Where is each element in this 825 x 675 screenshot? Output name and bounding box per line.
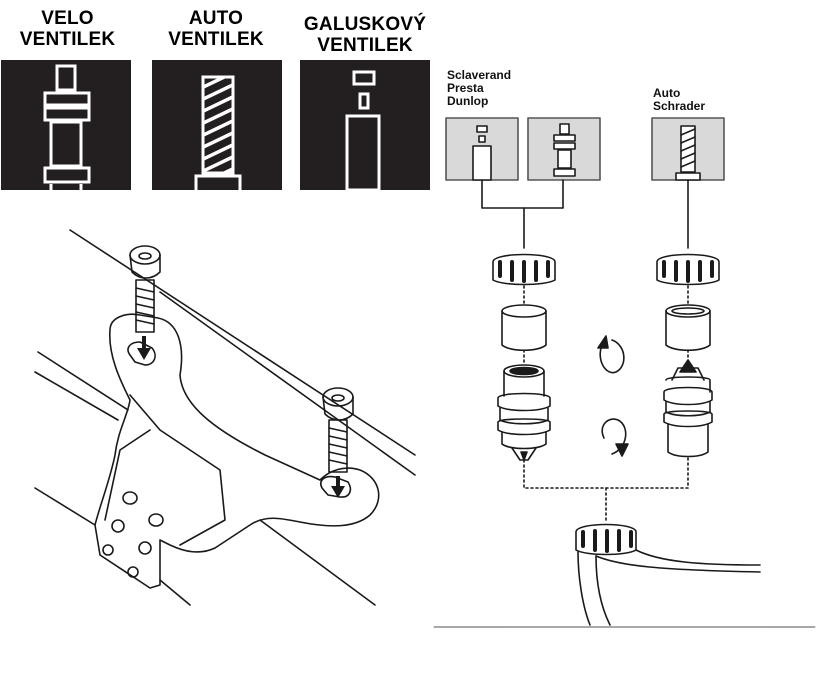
- valve-label-line2: VENTILEK: [168, 29, 264, 50]
- valve-label-auto: AUTO VENTILEK: [152, 8, 280, 50]
- car-valve-icon: [152, 60, 282, 190]
- valve-label-line1: GALUSKOVÝ: [303, 14, 427, 35]
- presta-dunlop-label: Sclaverand Presta Dunlop: [447, 69, 511, 108]
- valve-label-line2: VENTILEK: [19, 29, 116, 50]
- label-line: Presta: [447, 81, 484, 95]
- bicycle-valve-icon: [1, 60, 131, 190]
- label-line: Auto: [653, 86, 681, 100]
- label-line: Sclaverand: [447, 68, 512, 82]
- label-line: Dunlop: [447, 94, 489, 108]
- valve-label-line2: VENTILEK: [317, 35, 413, 56]
- valve-adapter-diagram: [433, 117, 816, 628]
- valve-label-line1: AUTO: [188, 8, 244, 29]
- valve-label-galuskovy: GALUSKOVÝ VENTILEK: [290, 14, 440, 56]
- frame-mount-illustration: [34, 229, 416, 606]
- valve-label-velo: VELO VENTILEK: [5, 8, 130, 50]
- label-line: Schrader: [653, 99, 706, 113]
- dunlop-valve-icon: [300, 60, 430, 190]
- valve-label-line1: VELO: [41, 8, 94, 29]
- schrader-label: Auto Schrader: [653, 87, 705, 113]
